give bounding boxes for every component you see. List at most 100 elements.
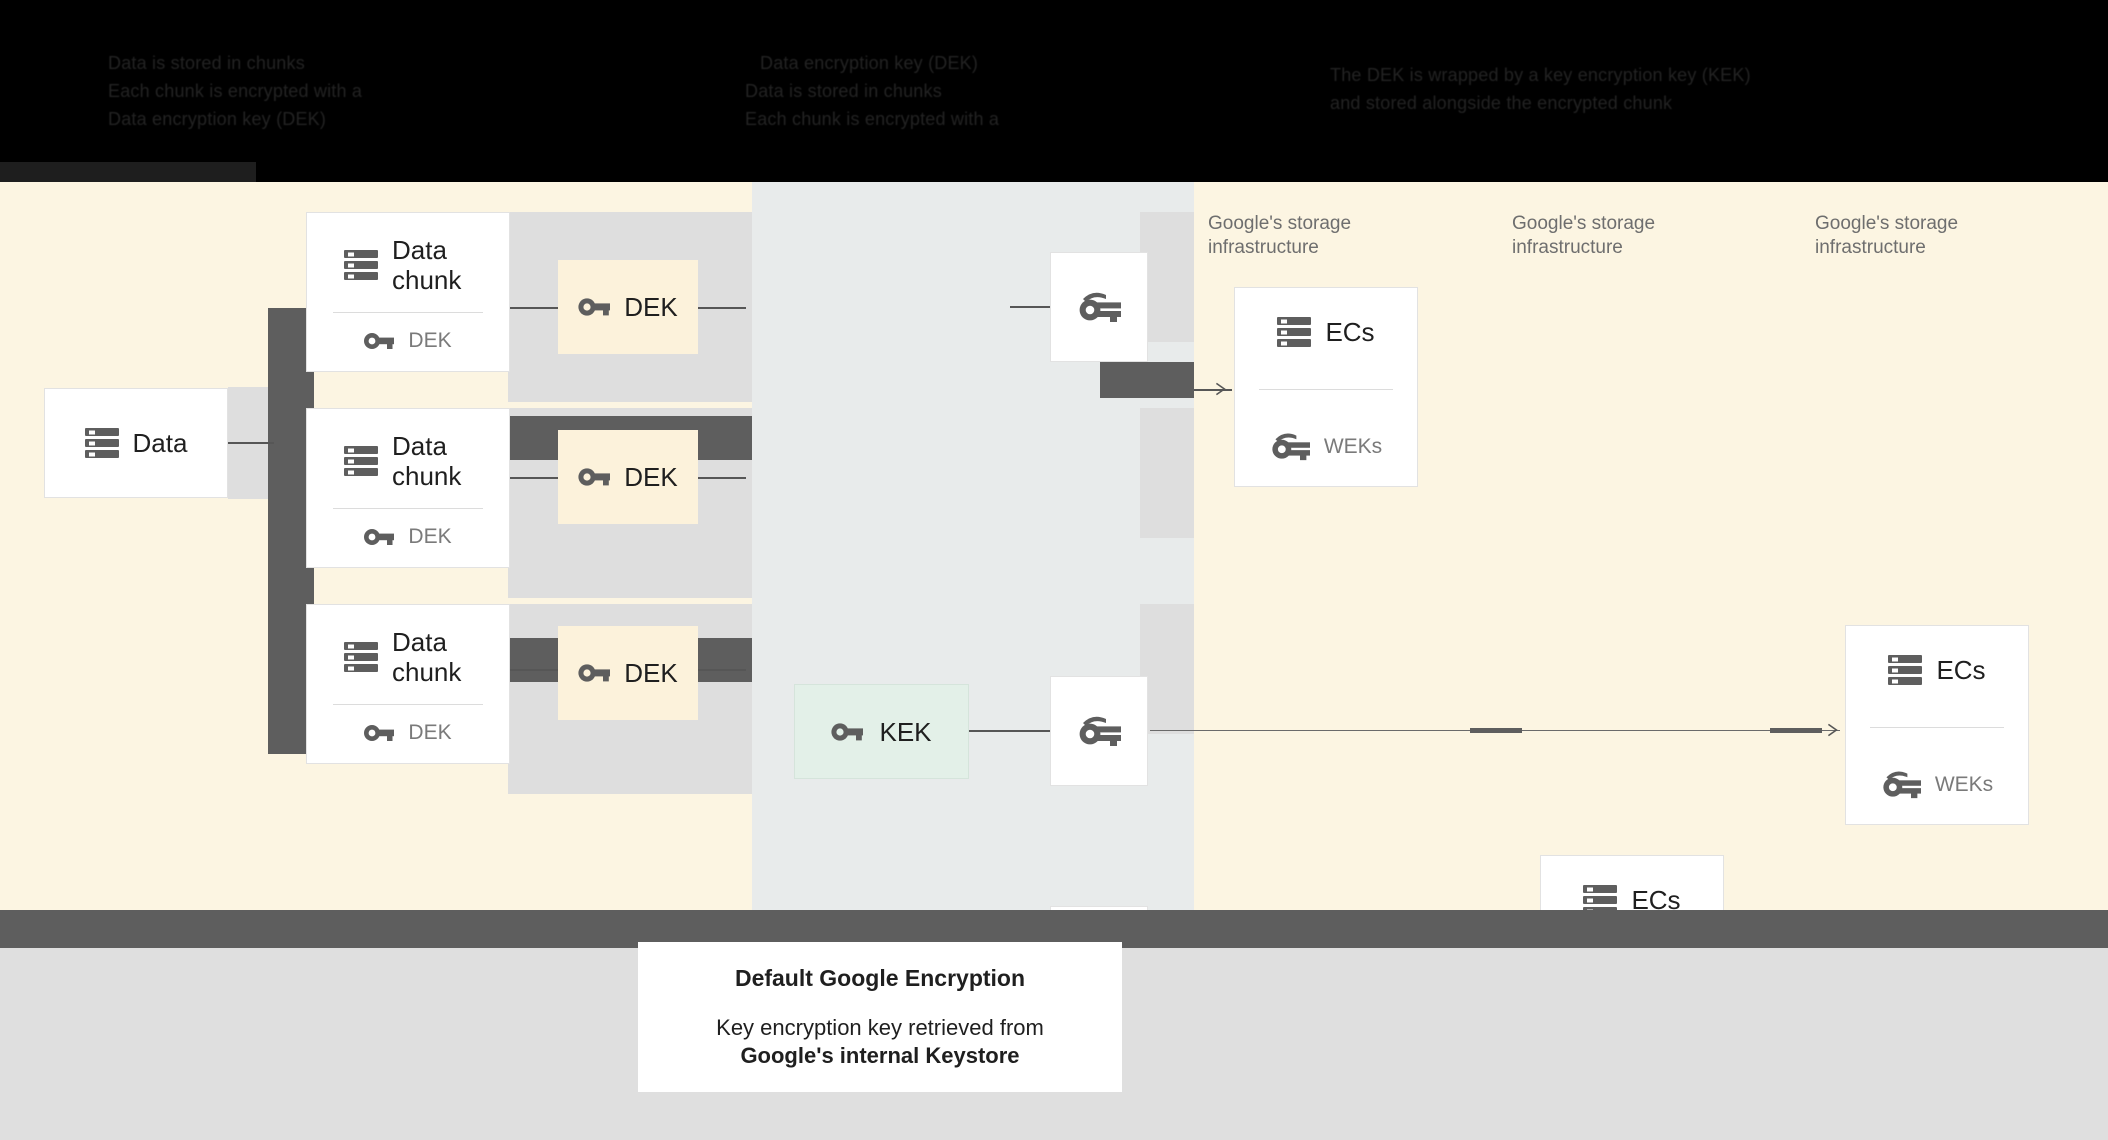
storage-card-2[interactable]: ECs WEKs bbox=[1845, 625, 2029, 825]
storage-card-3[interactable]: ECs WEKs bbox=[1540, 855, 1724, 910]
caption-card: Default Google Encryption Key encryption… bbox=[638, 942, 1122, 1092]
header-sliver bbox=[0, 162, 256, 182]
storage-key-label-2: WEKs bbox=[1934, 772, 1994, 796]
obscured-header-line-2: Each chunk is encrypted with a bbox=[108, 81, 363, 101]
data-chunk-card-1[interactable]: Data chunk DEK bbox=[306, 212, 510, 372]
wek-connector-bar-1 bbox=[1100, 362, 1194, 398]
storage-key-row-2: WEKs bbox=[1881, 769, 1993, 800]
database-icon bbox=[84, 427, 119, 459]
dek-box-1[interactable]: DEK bbox=[558, 260, 698, 354]
connector-chunk3-to-dek3 bbox=[510, 669, 558, 671]
chunk-key-row-3: DEK bbox=[364, 721, 452, 745]
arrow-segment-a-2 bbox=[1470, 728, 1522, 733]
arrowhead-storage-1 bbox=[1215, 382, 1226, 396]
storage-title-2: ECs bbox=[1936, 655, 1986, 685]
obscured-header-line-1: Data is stored in chunks bbox=[108, 53, 305, 73]
database-icon bbox=[344, 641, 378, 673]
obscured-header-band: Data is stored in chunks Each chunk is e… bbox=[0, 0, 2108, 182]
key-icon bbox=[578, 465, 611, 489]
dek-box-3[interactable]: DEK bbox=[558, 626, 698, 720]
data-source-card[interactable]: Data bbox=[44, 388, 228, 498]
wrapped-key-icon bbox=[1881, 769, 1921, 800]
connector-chunk2-to-dek2 bbox=[510, 477, 558, 479]
wrapped-key-card-2[interactable] bbox=[1050, 676, 1148, 786]
connector-dek3-to-kekregion bbox=[698, 669, 746, 671]
dek-label-2: DEK bbox=[624, 462, 678, 492]
key-icon bbox=[578, 661, 611, 685]
storage-title-3: ECs bbox=[1631, 885, 1681, 910]
data-chunk-key-label-2: DEK bbox=[408, 525, 452, 548]
data-chunk-key-label-1: DEK bbox=[408, 329, 452, 352]
database-icon bbox=[1888, 654, 1923, 686]
caption-line-2: Google's internal Keystore bbox=[740, 1042, 1020, 1068]
key-icon bbox=[364, 526, 395, 548]
storage-title-1: ECs bbox=[1325, 317, 1375, 347]
data-source-row: Data bbox=[84, 427, 188, 459]
obscured-header-line-5: Data is stored in chunks bbox=[745, 81, 942, 101]
kek-box[interactable]: KEK bbox=[794, 684, 969, 779]
connector-into-wek1 bbox=[1010, 306, 1050, 308]
wrapped-key-icon bbox=[1077, 290, 1121, 324]
connector-chunk1-to-dek1 bbox=[510, 307, 558, 309]
key-icon bbox=[831, 720, 864, 744]
obscured-header-line-4: Data encryption key (DEK) bbox=[760, 53, 979, 73]
chunk-header-1: Data chunk bbox=[338, 235, 478, 295]
divider-bar bbox=[0, 910, 2108, 948]
chunk-divider-3 bbox=[333, 703, 483, 705]
dek-label-3: DEK bbox=[624, 658, 678, 688]
chunk-header-2: Data chunk bbox=[338, 431, 478, 491]
gray-column-wek-2 bbox=[1140, 408, 1194, 538]
database-icon bbox=[344, 249, 378, 281]
infra-label-2: Google's storage infrastructure bbox=[1512, 213, 1656, 258]
chunk-divider-2 bbox=[333, 507, 483, 509]
key-icon bbox=[364, 330, 395, 352]
chunk-divider-1 bbox=[333, 311, 483, 313]
database-icon bbox=[1277, 316, 1312, 348]
data-chunk-key-label-3: DEK bbox=[408, 721, 452, 744]
data-chunk-title-1: Data chunk bbox=[392, 235, 462, 295]
infra-label-1: Google's storage infrastructure bbox=[1208, 213, 1352, 258]
gray-column-wek-3 bbox=[1140, 604, 1194, 734]
data-chunk-title-3: Data chunk bbox=[392, 627, 462, 687]
obscured-header-line-8: and stored alongside the encrypted chunk bbox=[1330, 93, 1673, 113]
obscured-header-line-6: Each chunk is encrypted with a bbox=[745, 109, 1000, 129]
kek-label: KEK bbox=[879, 716, 932, 747]
arrow-segment-b-2 bbox=[1770, 728, 1822, 733]
obscured-header-line-7: The DEK is wrapped by a key encryption k… bbox=[1330, 65, 1751, 85]
wrapped-key-icon bbox=[1077, 714, 1121, 748]
diagram-canvas: Data Data chunk bbox=[0, 182, 2108, 910]
connector-source-to-trunk bbox=[228, 442, 274, 444]
wrapped-key-icon bbox=[1270, 431, 1310, 462]
gray-column-wek-1 bbox=[1140, 212, 1194, 342]
arrow-line-to-storage-1 bbox=[1194, 389, 1232, 391]
chunk-key-row-1: DEK bbox=[364, 329, 452, 353]
database-icon bbox=[344, 445, 378, 477]
caption-title: Default Google Encryption bbox=[734, 964, 1026, 991]
caption-line-1: Key encryption key retrieved from bbox=[716, 1014, 1044, 1040]
storage-card-1[interactable]: ECs WEKs bbox=[1234, 287, 1418, 487]
data-chunk-card-2[interactable]: Data chunk DEK bbox=[306, 408, 510, 568]
caption-body: Key encryption key retrieved from Google… bbox=[716, 1014, 1044, 1070]
dek-label-1: DEK bbox=[624, 292, 678, 322]
storage-header-2: ECs bbox=[1888, 654, 1986, 686]
key-icon bbox=[364, 722, 395, 744]
storage-divider-1 bbox=[1258, 389, 1394, 390]
storage-header-1: ECs bbox=[1277, 316, 1375, 348]
dek-box-2[interactable]: DEK bbox=[558, 430, 698, 524]
infra-label-3: Google's storage infrastructure bbox=[1815, 213, 1959, 258]
storage-header-3: ECs bbox=[1583, 884, 1681, 910]
wrapped-key-card-3[interactable] bbox=[1050, 906, 1148, 910]
key-icon bbox=[578, 295, 611, 319]
connector-dek1-to-kekregion bbox=[698, 307, 746, 309]
data-chunk-title-2: Data chunk bbox=[392, 431, 462, 491]
database-icon bbox=[1583, 884, 1618, 910]
chunk-key-row-2: DEK bbox=[364, 525, 452, 549]
arrowhead-storage-2 bbox=[1827, 723, 1838, 737]
obscured-header-line-3: Data encryption key (DEK) bbox=[108, 109, 327, 129]
wrapped-key-card-1[interactable] bbox=[1050, 252, 1148, 362]
data-chunk-card-3[interactable]: Data chunk DEK bbox=[306, 604, 510, 764]
chunk-header-3: Data chunk bbox=[338, 627, 478, 687]
storage-key-label-1: WEKs bbox=[1323, 434, 1383, 458]
data-source-label: Data bbox=[132, 428, 188, 458]
